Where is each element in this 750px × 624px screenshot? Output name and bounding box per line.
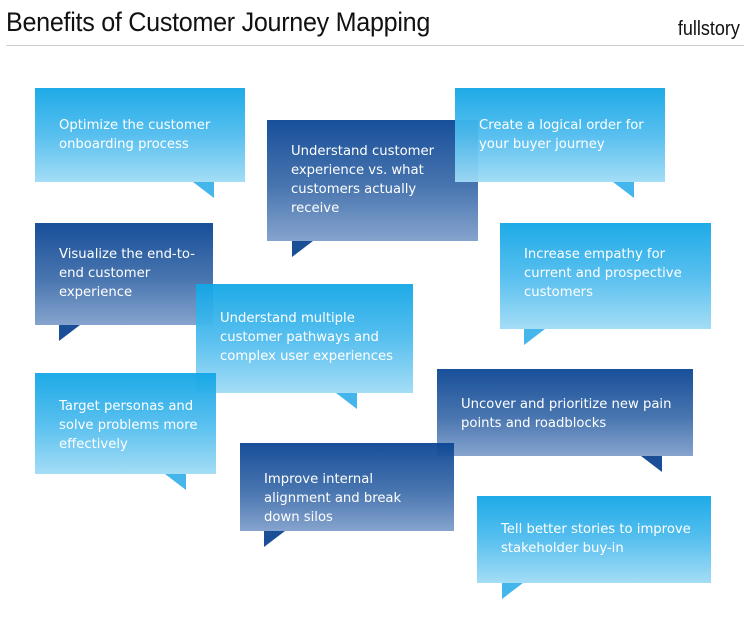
bubble-body bbox=[35, 373, 216, 474]
benefit-text: Create a logical order for your buyer jo… bbox=[479, 118, 644, 152]
benefit-bubble-experience-vs-received: Understand customer experience vs. what … bbox=[267, 120, 478, 257]
benefit-bubble-pathways: Understand multiple customer pathways an… bbox=[196, 284, 413, 409]
benefit-bubble-logical-order: Create a logical order for your buyer jo… bbox=[455, 88, 665, 198]
benefit-bubble-end-to-end: Visualize the end-to-end customer experi… bbox=[35, 223, 213, 341]
benefit-bubble-stories: Tell better stories to improve stakehold… bbox=[477, 496, 711, 599]
bubble-body bbox=[35, 223, 213, 325]
benefit-text: Understand customer experience vs. what … bbox=[291, 144, 435, 216]
speech-tail bbox=[502, 583, 523, 599]
benefit-bubble-empathy: Increase empathy for current and prospec… bbox=[500, 223, 711, 345]
speech-tail bbox=[59, 325, 80, 341]
benefit-text: Uncover and prioritize new pain points a… bbox=[461, 397, 672, 431]
speech-tail bbox=[193, 182, 214, 198]
benefit-text: Target personas and solve problems more … bbox=[59, 399, 198, 452]
bubble-body bbox=[500, 223, 711, 329]
speech-tail bbox=[264, 531, 285, 547]
speech-tail bbox=[336, 393, 357, 409]
header-divider bbox=[6, 45, 744, 46]
benefit-text: Visualize the end-to-end customer experi… bbox=[59, 247, 195, 300]
benefit-text: Optimize the customer onboarding process bbox=[59, 118, 211, 152]
benefit-text: Understand multiple customer pathways an… bbox=[220, 311, 393, 364]
benefit-text: Increase empathy for current and prospec… bbox=[524, 247, 682, 300]
bubble-body bbox=[437, 369, 693, 456]
benefit-text: Tell better stories to improve stakehold… bbox=[501, 522, 691, 556]
bubble-body bbox=[196, 284, 413, 393]
benefit-bubble-alignment: Improve internal alignment and break dow… bbox=[240, 443, 454, 547]
bubble-body bbox=[267, 120, 478, 241]
page-title: Benefits of Customer Journey Mapping bbox=[6, 7, 431, 37]
speech-tail bbox=[641, 456, 662, 472]
benefit-text: Improve internal alignment and break dow… bbox=[264, 472, 402, 525]
bubble-body bbox=[455, 88, 665, 182]
bubble-body bbox=[35, 88, 245, 182]
speech-tail bbox=[613, 182, 634, 198]
speech-tail bbox=[292, 241, 313, 257]
bubble-body bbox=[240, 443, 454, 531]
fullstory-logo: fullstory bbox=[677, 18, 740, 40]
benefit-bubble-pain-points: Uncover and prioritize new pain points a… bbox=[437, 369, 693, 472]
speech-tail bbox=[165, 474, 186, 490]
speech-tail bbox=[524, 329, 545, 345]
benefit-bubble-personas: Target personas and solve problems more … bbox=[35, 373, 216, 490]
bubble-body bbox=[477, 496, 711, 583]
benefit-bubble-onboarding: Optimize the customer onboarding process bbox=[35, 88, 245, 198]
